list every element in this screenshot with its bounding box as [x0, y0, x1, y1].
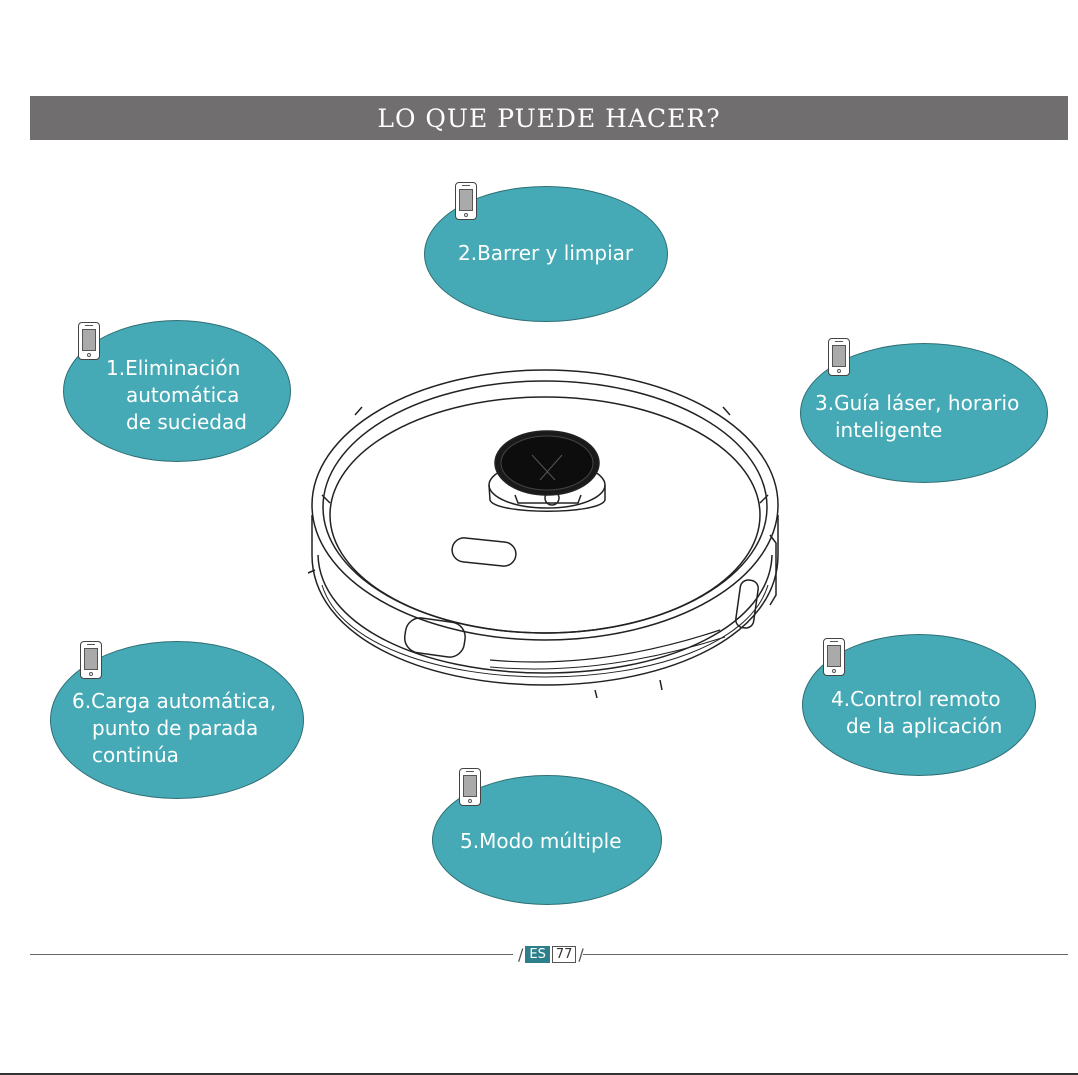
smartphone-icon: [455, 182, 477, 220]
language-code: ES: [525, 946, 549, 963]
page-number: 77: [552, 946, 577, 963]
robot-vacuum-illustration: [300, 355, 790, 715]
page-title: LO QUE PUEDE HACER?: [377, 104, 720, 133]
footer-rule-right: [583, 954, 1068, 955]
feature-text-3: 3.Guía láser, horario inteligente: [815, 390, 1019, 444]
feature-text-4: 4.Control remoto de la aplicación: [831, 686, 1002, 740]
feature-text-5: 5.Modo múltiple: [460, 828, 622, 855]
smartphone-icon: [828, 338, 850, 376]
feature-text-6: 6.Carga automática, punto de parada cont…: [72, 688, 276, 769]
title-banner: LO QUE PUEDE HACER?: [30, 96, 1068, 140]
page-number-badge: / ES 77 /: [518, 944, 584, 964]
smartphone-icon: [80, 641, 102, 679]
slash-decoration: /: [518, 945, 523, 964]
feature-text-2: 2.Barrer y limpiar: [458, 240, 633, 267]
smartphone-icon: [823, 638, 845, 676]
slash-decoration: /: [578, 945, 583, 964]
feature-text-1: 1.Eliminación automática de suciedad: [106, 355, 247, 436]
smartphone-icon: [78, 322, 100, 360]
footer-rule-left: [30, 954, 513, 955]
smartphone-icon: [459, 768, 481, 806]
